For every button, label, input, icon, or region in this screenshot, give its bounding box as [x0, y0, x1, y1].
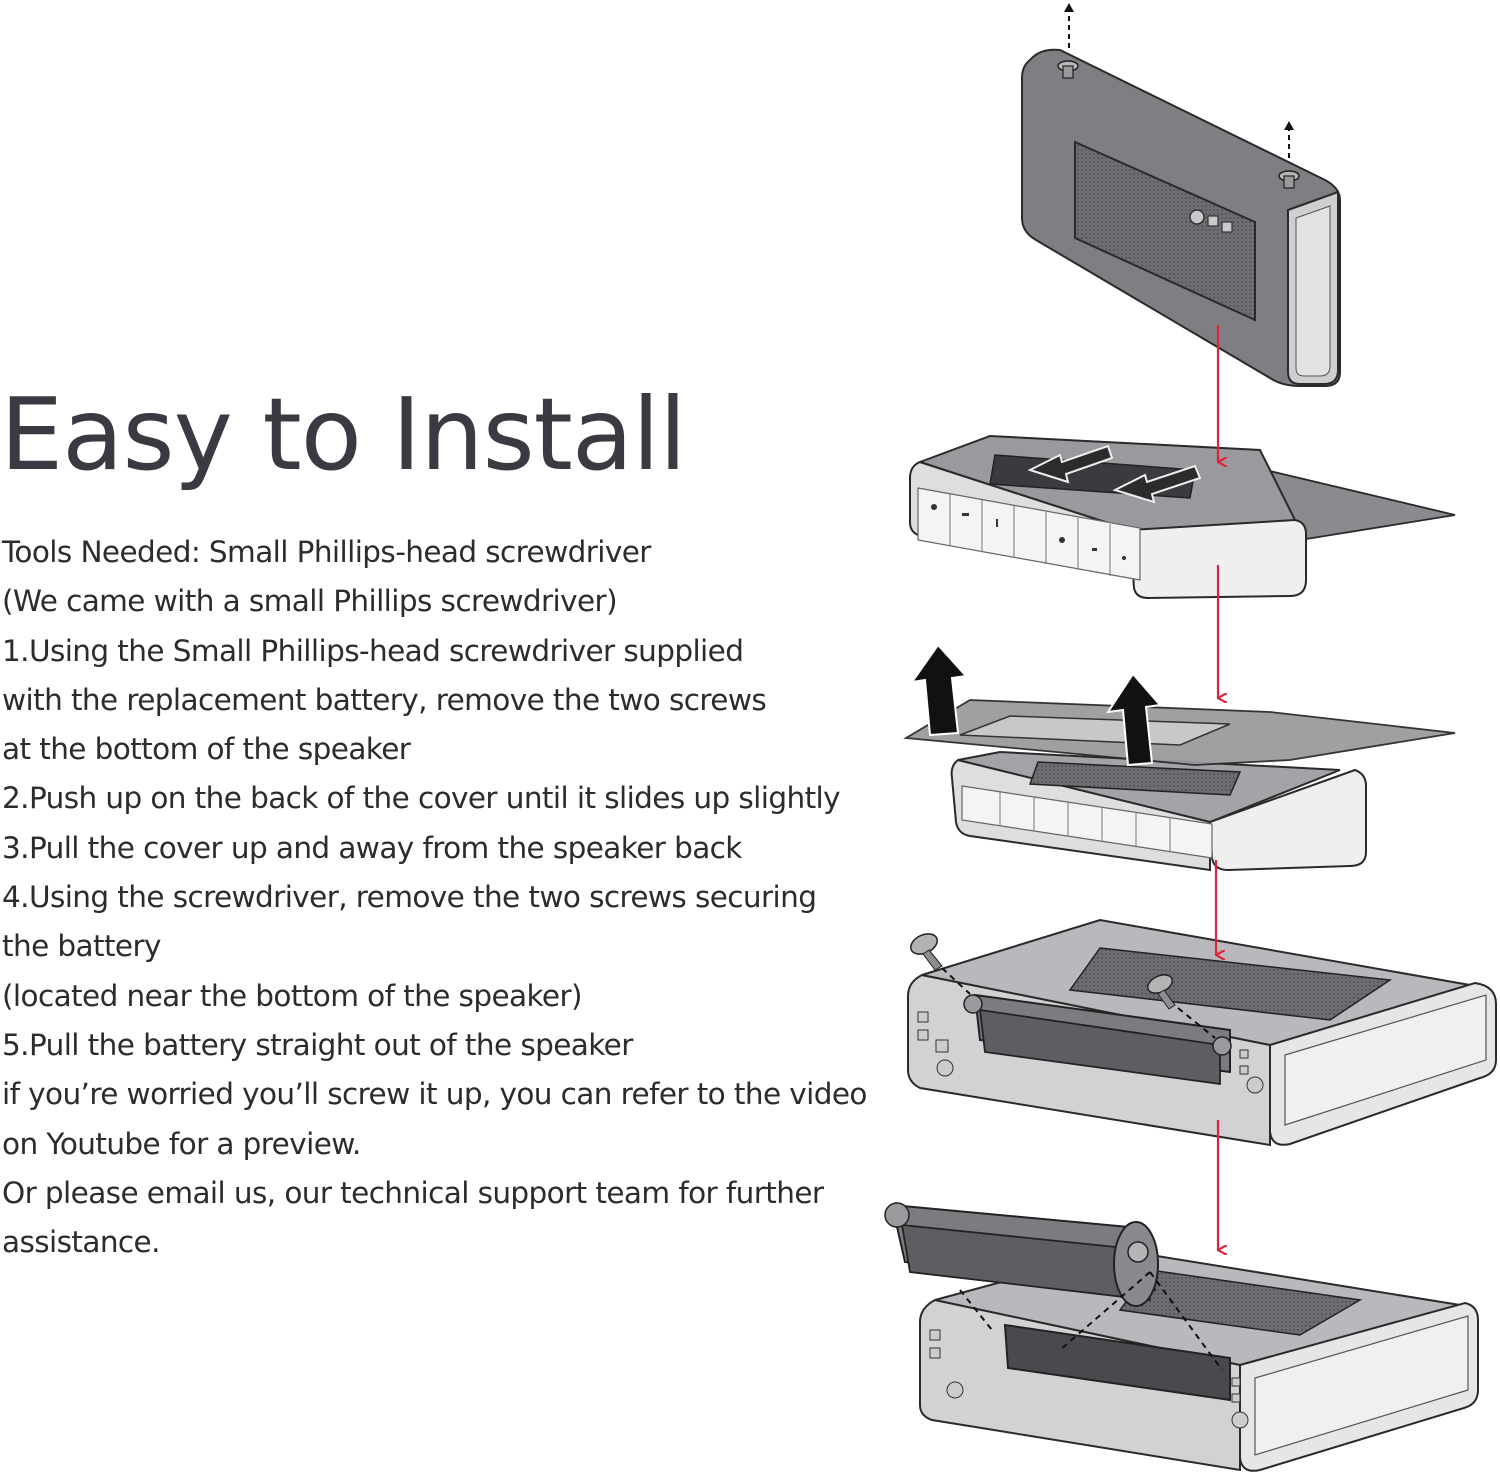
instruction-line: 3.Pull the cover up and away from the sp… [2, 830, 742, 865]
instruction-line: assistance. [2, 1225, 160, 1260]
instruction-line: with the replacement battery, remove the… [2, 682, 767, 717]
cover-lift-illustration [903, 643, 1456, 872]
instruction-list: Tools Needed: Small Phillips-head screwd… [2, 528, 907, 1267]
battery-installed-illustration [907, 918, 1497, 1147]
up-arrow-icon [1064, 3, 1294, 158]
screw-icon [1146, 974, 1176, 1010]
instruction-line: 4.Using the screwdriver, remove the two … [2, 880, 817, 915]
down-arrow-icon [1214, 325, 1218, 1250]
battery-removal-illustration [884, 1202, 1479, 1472]
screw-icon [1278, 170, 1300, 189]
assembly-diagram [884, 3, 1497, 1472]
up-arrow-icon [909, 643, 1162, 767]
screw-icon [1057, 60, 1079, 79]
instruction-line: 2.Push up on the back of the cover until… [2, 781, 841, 816]
instruction-line: (We came with a small Phillips screwdriv… [2, 584, 618, 619]
instruction-line: if you’re worried you’ll screw it up, yo… [2, 1077, 867, 1112]
instruction-line: 1.Using the Small Phillips-head screwdri… [2, 633, 744, 668]
battery-illustration [884, 1202, 1159, 1307]
screw-icon [910, 933, 943, 971]
instruction-line: Tools Needed: Small Phillips-head screwd… [2, 535, 651, 569]
slide-arrow-icon [1027, 444, 1202, 504]
instruction-line: (located near the bottom of the speaker) [2, 978, 583, 1013]
instruction-line: the battery [2, 929, 161, 964]
battery-illustration [963, 993, 1232, 1086]
instruction-line: on Youtube for a preview. [2, 1126, 361, 1161]
instruction-line: Or please email us, our technical suppor… [2, 1175, 824, 1210]
cover-slide-illustration [909, 434, 1456, 600]
instruction-line: 5.Pull the battery straight out of the s… [2, 1027, 633, 1062]
instruction-line: at the bottom of the speaker [2, 732, 411, 767]
speaker-back-illustration [1021, 3, 1341, 387]
page-title: Easy to Install [0, 376, 687, 493]
